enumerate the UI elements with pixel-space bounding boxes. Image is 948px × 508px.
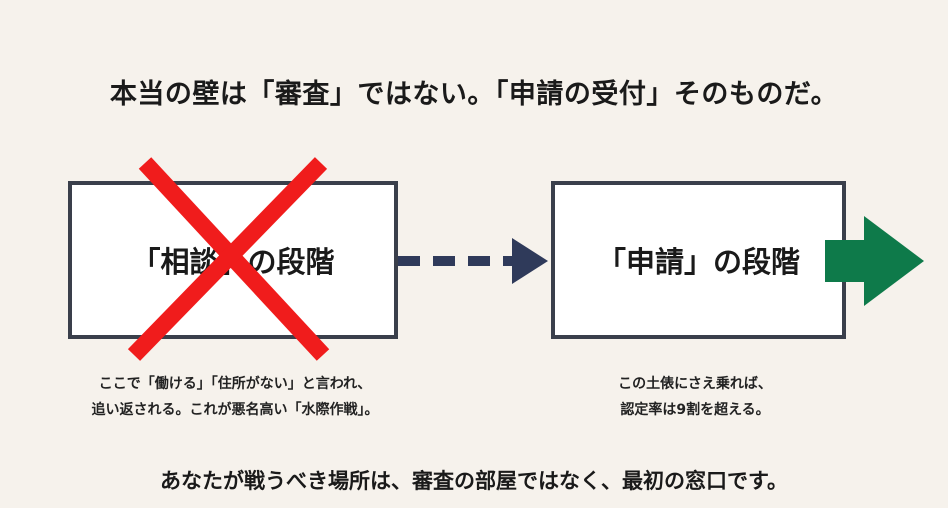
application-stage-label: 「申請」の段階 — [596, 245, 800, 279]
application-stage-caption: この土俵にさえ乗れば、 認定率は9割を超える。 — [560, 371, 830, 423]
caption-line: 追い返される。これが悪名高い「水際作戦」。 — [91, 402, 379, 418]
headline: 本当の壁は「審査」ではない。「申請の受付」そのものだ。 — [109, 79, 839, 110]
consultation-stage-caption: ここで「働ける」「住所がない」と言われ、 追い返される。これが悪名高い「水際作戦… — [40, 371, 430, 423]
caption-line: この土俵にさえ乗れば、 — [618, 376, 772, 392]
red-x-icon — [127, 157, 330, 361]
green-arrow-right-icon — [825, 216, 924, 306]
caption-line: 認定率は9割を超える。 — [620, 402, 770, 418]
caption-line: ここで「働ける」「住所がない」と言われ、 — [98, 376, 372, 392]
dashed-arrow-right-icon — [398, 238, 548, 284]
bottom-message: あなたが戦うべき場所は、審査の部屋ではなく、最初の窓口です。 — [160, 469, 788, 493]
